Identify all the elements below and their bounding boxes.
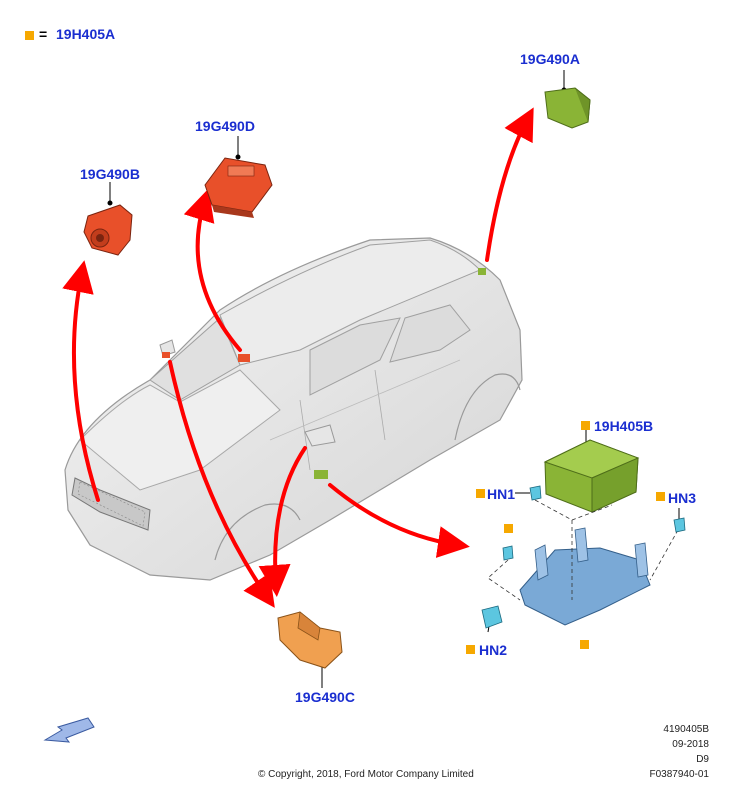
part-markers [466,421,665,654]
part-19g490c [277,611,343,669]
module-location-19g490d [238,354,250,362]
copyright: © Copyright, 2018, Ford Motor Company Li… [258,769,474,780]
part-19g490b [83,204,133,256]
part-19h405b [543,439,640,513]
module-location-19g490b [162,352,170,358]
legend-equals: = [39,26,48,42]
label-19g490d: 19G490D [195,118,255,134]
vehicle [64,237,523,581]
label-19g490a: 19G490A [520,51,580,67]
bracket [519,527,651,626]
arrows [62,107,534,608]
drawing-vehicle: D9 [696,754,709,765]
fastener-hn1 [529,485,542,501]
drawing-date: 09-2018 [672,739,709,750]
legend-code: 19H405A [56,26,116,42]
label-hn1: HN1 [487,486,516,502]
fastener-hn2 [481,605,503,629]
label-19g490c: 19G490C [295,689,355,705]
front-direction-icon [43,717,95,743]
label-hn2: HN2 [479,642,508,658]
module-location-19h405b [314,470,328,479]
label-hn3: HN3 [668,490,697,506]
drawing-number: 4190405B [663,724,709,735]
fastener-hn3 [673,517,686,533]
part-19g490d [204,157,273,218]
drawing-ref: F0387940-01 [649,769,710,780]
assembly-lines [487,499,679,601]
part-19g490a [544,87,591,129]
legend-marker [25,31,34,40]
module-location-19g490a [478,268,486,275]
label-19g490b: 19G490B [80,166,140,182]
label-19h405b: 19H405B [594,418,654,434]
fastener-extra [502,545,514,561]
